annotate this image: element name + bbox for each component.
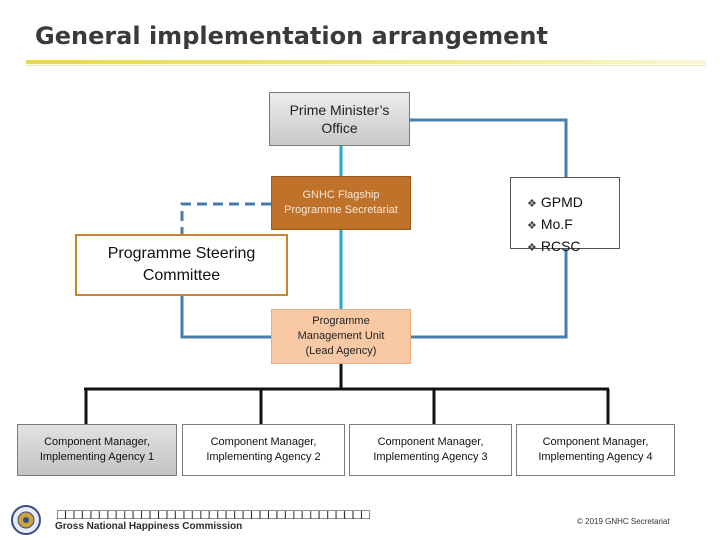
node-label-line: Component Manager, bbox=[210, 436, 317, 448]
node-label-line: Programme bbox=[312, 315, 370, 327]
agency-label: RCSC bbox=[540, 238, 581, 254]
node-label-line: Component Manager, bbox=[377, 436, 484, 448]
node-label-line: Prime Minister’s bbox=[289, 102, 390, 118]
title-underline-thin bbox=[26, 65, 706, 66]
agency-label: GPMD bbox=[540, 194, 583, 210]
diamond-bullet-icon: ❖ bbox=[527, 220, 537, 232]
node-label-line: Programme Steering bbox=[107, 245, 256, 262]
agency-item: ❖RCSC bbox=[527, 236, 619, 258]
gnhc-seal-icon bbox=[11, 505, 41, 535]
node-label-line: Management Unit bbox=[297, 330, 385, 342]
node-programme-steering-committee: Programme Steering Committee bbox=[75, 234, 288, 296]
connector-pmo-agencies bbox=[410, 118, 568, 177]
footer-commission-name: Gross National Happiness Commission bbox=[55, 521, 243, 532]
page-title: General implementation arrangement bbox=[35, 22, 548, 50]
node-gnhc-secretariat: GNHC Flagship Programme Secretariat bbox=[271, 176, 411, 230]
node-component-manager-2: Component Manager, Implementing Agency 2 bbox=[182, 424, 345, 476]
connector-agencies-pmu bbox=[411, 249, 568, 339]
node-label-line: Implementing Agency 2 bbox=[206, 451, 321, 463]
node-label-line: Implementing Agency 4 bbox=[538, 451, 653, 463]
footer-copyright: © 2019 GNHC Secretariat bbox=[577, 517, 670, 526]
node-programme-management-unit: Programme Management Unit (Lead Agency) bbox=[271, 309, 411, 364]
agency-item: ❖Mo.F bbox=[527, 214, 619, 236]
diamond-bullet-icon: ❖ bbox=[527, 242, 537, 254]
node-label-line: Component Manager, bbox=[542, 436, 649, 448]
node-label-line: Committee bbox=[142, 267, 221, 284]
node-label-line: Component Manager, bbox=[44, 436, 150, 448]
node-label-line: Office bbox=[321, 120, 358, 136]
node-agencies-list: ❖GPMD ❖Mo.F ❖RCSC bbox=[510, 177, 620, 254]
agency-label: Mo.F bbox=[540, 216, 573, 232]
node-label-line: Programme Secretariat bbox=[284, 204, 398, 216]
node-component-manager-1: Component Manager, Implementing Agency 1 bbox=[17, 424, 177, 476]
node-label-line: GNHC Flagship bbox=[302, 189, 380, 201]
connector-psc-pmu bbox=[180, 296, 271, 339]
footer-squares: □□□□□□□□□□□□□□□□□□□□□□□□□□□□□□□□□□□□□ bbox=[57, 506, 370, 522]
connector-gnhc-psc-dashed bbox=[180, 202, 271, 234]
node-prime-ministers-office: Prime Minister’s Office bbox=[269, 92, 410, 146]
node-component-manager-4: Component Manager, Implementing Agency 4 bbox=[516, 424, 675, 476]
node-label-line: Implementing Agency 1 bbox=[39, 451, 155, 463]
title-underline bbox=[26, 60, 706, 64]
agency-item: ❖GPMD bbox=[527, 192, 619, 214]
node-label-line: Implementing Agency 3 bbox=[373, 451, 488, 463]
diamond-bullet-icon: ❖ bbox=[527, 198, 537, 210]
node-label-line: (Lead Agency) bbox=[305, 345, 377, 357]
node-component-manager-3: Component Manager, Implementing Agency 3 bbox=[349, 424, 512, 476]
